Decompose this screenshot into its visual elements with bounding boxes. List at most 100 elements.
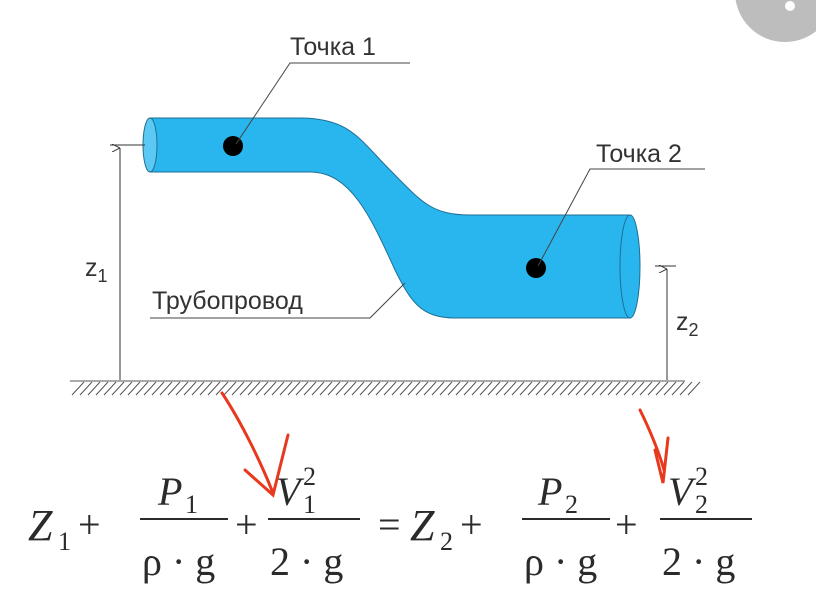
- ground-hatch-line: [167, 381, 181, 396]
- ground-hatch-line: [519, 381, 533, 396]
- ground-hatch-line: [615, 381, 629, 396]
- ground-hatch-line: [87, 381, 101, 396]
- svg-text:P: P: [537, 469, 562, 514]
- ground-hatch-line: [191, 381, 205, 396]
- ground-hatch-line: [423, 381, 437, 396]
- ground-hatch-line: [351, 381, 365, 396]
- svg-text:+: +: [78, 502, 101, 547]
- ground-hatch-line: [535, 381, 549, 396]
- svg-text:ρ · g: ρ · g: [524, 539, 597, 584]
- ground-hatch-line: [111, 381, 125, 396]
- ground-hatch-line: [223, 381, 237, 396]
- ground-hatch-line: [327, 381, 341, 396]
- ground-hatch-line: [143, 381, 157, 396]
- point-2-label: Точка 2: [596, 140, 682, 168]
- ground-hatch-line: [679, 381, 693, 396]
- ground-hatch-line: [239, 381, 253, 396]
- svg-text:V: V: [668, 469, 697, 514]
- ground-hatch-line: [391, 381, 405, 396]
- ground-hatch-line: [479, 381, 493, 396]
- ground-hatch-line: [151, 381, 165, 396]
- ground-hatch-line: [583, 381, 597, 396]
- svg-text:=: =: [378, 502, 401, 547]
- ground-hatch-line: [319, 381, 333, 396]
- ground-hatch-line: [455, 381, 469, 396]
- ground-hatch-line: [487, 381, 501, 396]
- svg-text:2: 2: [303, 462, 316, 491]
- ground-hatch-line: [207, 381, 221, 396]
- ground-hatch-line: [527, 381, 541, 396]
- ground-hatch-line: [431, 381, 445, 396]
- svg-text:+: +: [235, 502, 258, 547]
- ground-hatch-line: [383, 381, 397, 396]
- ground-hatch-line: [567, 381, 581, 396]
- ground-hatch-line: [631, 381, 645, 396]
- share-button[interactable]: [735, 0, 816, 42]
- ground-hatch-line: [279, 381, 293, 396]
- red-annotation-arrows: [220, 391, 670, 498]
- ground-hatch-line: [687, 381, 701, 396]
- ground-hatch-line: [503, 381, 517, 396]
- ground-hatch-line: [183, 381, 197, 396]
- ground-hatch-line: [511, 381, 525, 396]
- share-icon: [785, 1, 795, 11]
- ground-hatch-line: [247, 381, 261, 396]
- ground-hatch-line: [159, 381, 173, 396]
- ground-hatch-line: [463, 381, 477, 396]
- point-1-dot: [223, 136, 243, 156]
- svg-text:1: 1: [185, 490, 198, 519]
- ground-hatch-line: [263, 381, 277, 396]
- ground-hatch-line: [655, 381, 669, 396]
- svg-text:2 · g: 2 · g: [270, 539, 343, 584]
- ground-hatch-line: [543, 381, 557, 396]
- svg-text:1: 1: [58, 527, 71, 556]
- ground-hatch-line: [215, 381, 229, 396]
- ground-hatch-line: [199, 381, 213, 396]
- ground-hatch-line: [607, 381, 621, 396]
- ground-hatch-line: [559, 381, 573, 396]
- z2-label: z2: [676, 308, 699, 340]
- ground-hatch-line: [575, 381, 589, 396]
- svg-text:2: 2: [695, 462, 708, 491]
- ground-hatch-line: [623, 381, 637, 396]
- pipe-label: Трубопровод: [152, 287, 303, 315]
- ground-hatch-line: [255, 381, 269, 396]
- svg-text:V: V: [276, 469, 305, 514]
- ground-hatch-line: [127, 381, 141, 396]
- ground-hatch-line: [447, 381, 461, 396]
- bernoulli-equation: Z 1 + P 1 ρ · g + V 1 2 2 · g = Z 2 + P …: [28, 462, 752, 584]
- ground-hatch-line: [95, 381, 109, 396]
- ground-hatch-line: [639, 381, 653, 396]
- ground-hatch-line: [175, 381, 189, 396]
- point-2-dot: [526, 258, 546, 278]
- ground-hatch-line: [71, 381, 85, 396]
- ground-hatch-line: [415, 381, 429, 396]
- ground-hatch-line: [367, 381, 381, 396]
- ground-hatch-line: [271, 381, 285, 396]
- point-1-label: Точка 1: [290, 33, 376, 61]
- ground-hatch-line: [295, 381, 309, 396]
- ground-hatch-line: [231, 381, 245, 396]
- ground-hatch-line: [663, 381, 677, 396]
- ground-hatch-line: [495, 381, 509, 396]
- ground: [70, 380, 701, 396]
- ground-hatch-line: [103, 381, 117, 396]
- ground-hatch-line: [375, 381, 389, 396]
- svg-text:1: 1: [303, 490, 316, 519]
- ground-hatch-line: [407, 381, 421, 396]
- ground-hatch-line: [311, 381, 325, 396]
- ground-hatch-line: [343, 381, 357, 396]
- ground-hatch-line: [79, 381, 93, 396]
- svg-text:+: +: [615, 502, 638, 547]
- ground-hatch-line: [647, 381, 661, 396]
- ground-hatch-line: [287, 381, 301, 396]
- ground-hatch-line: [135, 381, 149, 396]
- svg-text:2: 2: [440, 527, 453, 556]
- ground-hatch-line: [599, 381, 613, 396]
- ground-hatch-line: [303, 381, 317, 396]
- pipe: [142, 117, 641, 319]
- ground-hatch-line: [471, 381, 485, 396]
- svg-text:2: 2: [565, 490, 578, 519]
- svg-text:ρ · g: ρ · g: [142, 539, 215, 584]
